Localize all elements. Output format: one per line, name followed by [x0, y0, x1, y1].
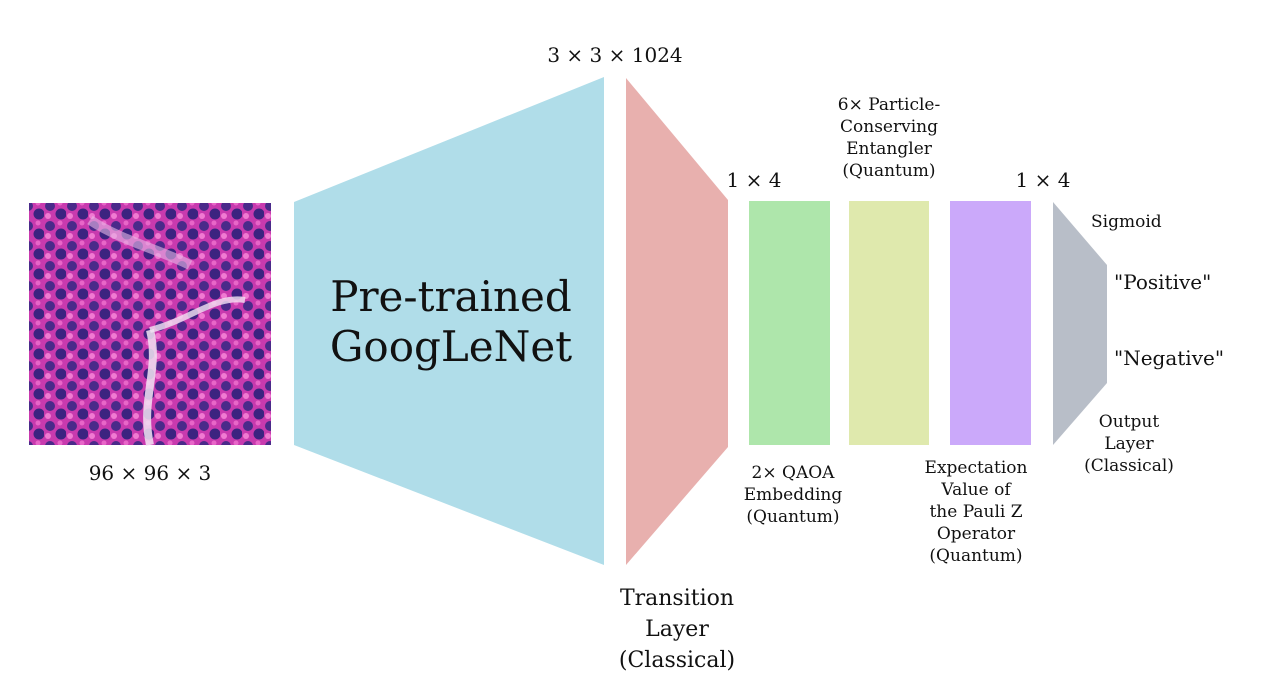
entangler-label-line4: (Quantum)	[842, 161, 936, 182]
entangler-label: 6× Particle- Conserving Entangler (Quant…	[838, 94, 940, 182]
input-image	[29, 203, 271, 446]
qaoa-label: 2× QAOA Embedding (Quantum)	[744, 462, 843, 528]
expectation-label-line4: Operator	[936, 524, 1016, 545]
backbone-title: Pre-trained GoogLeNet	[330, 272, 572, 373]
backbone-title-line1: Pre-trained	[330, 272, 572, 321]
activation-label: Sigmoid	[1091, 212, 1162, 232]
entangler-block	[849, 201, 929, 445]
output-label-line2: Layer	[1104, 434, 1154, 455]
transition-label-line2: Layer	[645, 616, 709, 642]
expectation-label-line3: the Pauli Z	[929, 502, 1023, 523]
expectation-label-line2: Value of	[941, 480, 1011, 501]
expectation-block	[950, 201, 1031, 445]
qaoa-label-line3: (Quantum)	[746, 507, 840, 528]
qaoa-label-line1: 2× QAOA	[751, 463, 835, 483]
transition-label: Transition Layer (Classical)	[619, 584, 735, 676]
qaoa-in-dims-label: 1 × 4	[726, 168, 782, 192]
class-positive-label: "Positive"	[1114, 270, 1212, 294]
entangler-label-line2: Conserving	[840, 117, 938, 138]
backbone-block	[294, 77, 604, 565]
output-block	[1053, 202, 1107, 445]
backbone-out-dims-label: 3 × 3 × 1024	[547, 43, 683, 67]
entangler-label-line1: 6× Particle-	[837, 95, 941, 115]
output-label-line1: Output	[1098, 412, 1160, 432]
qaoa-block	[749, 201, 830, 445]
input-dims-label: 96 × 96 × 3	[88, 461, 212, 485]
output-label-line3: (Classical)	[1084, 456, 1174, 477]
entangler-label-line3: Entangler	[846, 139, 932, 160]
expectation-out-dims-label: 1 × 4	[1015, 168, 1071, 192]
expectation-label-line1: Expectation	[924, 458, 1028, 478]
output-label: Output Layer (Classical)	[1084, 411, 1174, 477]
transition-block	[626, 78, 728, 565]
transition-label-line1: Transition	[619, 586, 735, 611]
expectation-label: Expectation Value of the Pauli Z Operato…	[925, 457, 1028, 567]
qaoa-label-line2: Embedding	[743, 485, 843, 506]
expectation-label-line5: (Quantum)	[929, 546, 1023, 567]
backbone-title-line2: GoogLeNet	[329, 322, 573, 372]
class-negative-label: "Negative"	[1114, 346, 1225, 370]
transition-label-line3: (Classical)	[618, 647, 736, 673]
